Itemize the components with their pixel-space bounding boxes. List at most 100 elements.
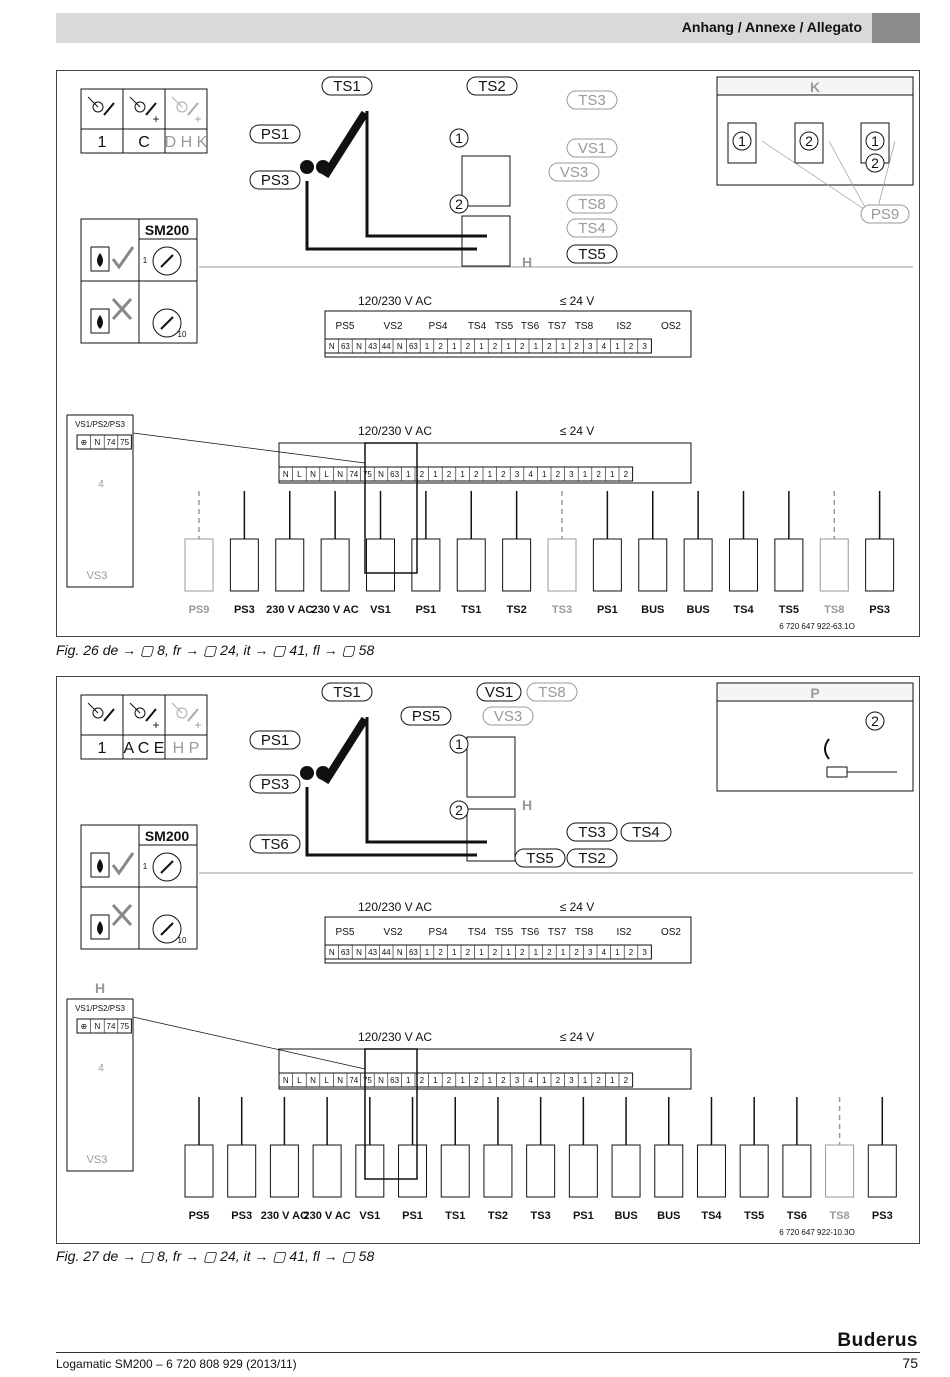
label-TS8-bubble <box>526 682 578 702</box>
collector-icon <box>187 102 199 116</box>
solar-collector <box>321 716 369 785</box>
label-TS2-bubble <box>466 76 518 96</box>
terminal-number: 2 <box>438 342 443 351</box>
terminal-number: 1 <box>406 470 411 479</box>
terminal-number: ⊕ <box>80 1022 87 1031</box>
cross-icon <box>111 297 133 321</box>
device-box <box>269 1144 299 1198</box>
label-TS1: TS1 <box>333 684 361 701</box>
terminal-number: 1 <box>534 342 539 351</box>
label-VS3: VS3 <box>494 708 522 725</box>
label-TS4: TS4 <box>578 220 606 237</box>
terminal-block-bottom <box>278 442 692 484</box>
side-box-number: 4 <box>98 1063 104 1074</box>
vs1-highlight-box <box>364 1048 418 1180</box>
terminal-number: 2 <box>624 470 629 479</box>
pipe <box>305 787 477 857</box>
label-PS5-bubble <box>400 706 452 726</box>
rotate-arrow-icon <box>824 738 830 760</box>
terminal-number: N <box>397 948 403 957</box>
label-PS3: PS3 <box>261 172 289 189</box>
terminal-number: 1 <box>506 948 511 957</box>
terminal-group-label: TS8 <box>575 927 594 938</box>
label-H: H <box>522 254 532 270</box>
terminal-number: 75 <box>120 1022 129 1031</box>
terminal-group-label: TS4 <box>468 927 487 938</box>
module-name: SM200 <box>145 828 190 844</box>
label-PS9: PS9 <box>871 206 899 223</box>
switch-position: 10 <box>178 936 187 945</box>
sun-icon <box>92 101 104 113</box>
storage-tank-1 <box>466 736 516 798</box>
side-box-number: 4 <box>98 479 104 490</box>
voltage-label: 120/230 V AC <box>358 294 432 308</box>
label-PS1: PS1 <box>261 126 289 143</box>
switch-pointer-icon <box>160 254 174 268</box>
device-box <box>398 1144 428 1198</box>
label-TS4-bubble <box>620 822 672 842</box>
terminal-group-label: OS2 <box>661 321 681 332</box>
terminal-number: 43 <box>368 342 377 351</box>
label-VS3-bubble <box>482 706 534 726</box>
voltage-label: ≤ 24 V <box>560 1030 595 1044</box>
terminal-number: N <box>95 1022 101 1031</box>
terminal-number: 1 <box>542 470 547 479</box>
device-box <box>865 538 895 592</box>
sun-ray-icon <box>171 702 183 714</box>
terminal-number: 1 <box>583 470 588 479</box>
terminal-number: 1 <box>561 948 566 957</box>
label-TS2: TS2 <box>478 78 506 95</box>
terminal-group-label: PS4 <box>429 927 448 938</box>
label-VS1-bubble <box>566 138 618 158</box>
terminal-number: 3 <box>642 342 647 351</box>
terminal-group-label: TS5 <box>495 321 514 332</box>
terminal-number: L <box>324 470 329 479</box>
terminal-number: 1 <box>610 1076 615 1085</box>
voltage-label: 120/230 V AC <box>358 424 432 438</box>
device-box <box>568 1144 598 1198</box>
device-label: TS1 <box>445 1210 465 1222</box>
terminal-number: L <box>297 1076 302 1085</box>
terminal-number: N <box>310 470 316 479</box>
label-TS5-bubble <box>566 244 618 264</box>
device-box <box>696 1144 726 1198</box>
tank-number: 2 <box>871 155 879 171</box>
side-box <box>66 414 134 588</box>
terminal-number: 1 <box>488 470 493 479</box>
terminal-number: 2 <box>493 342 498 351</box>
terminal-number: 2 <box>474 1076 479 1085</box>
switch-position: 1 <box>143 256 148 265</box>
label-VS3: VS3 <box>560 164 588 181</box>
terminal-number: N <box>337 1076 343 1085</box>
side-box <box>66 998 134 1172</box>
label-PS1: PS1 <box>261 732 289 749</box>
label-PS3-bubble <box>249 170 301 190</box>
label-PS3-bubble <box>249 774 301 794</box>
tank-number: 2 <box>805 133 813 149</box>
terminal-number: 63 <box>341 948 350 957</box>
number-1-circle <box>449 128 469 148</box>
device-label: PS3 <box>872 1210 893 1222</box>
boiler-icon <box>90 246 110 272</box>
terminal-number: 1 <box>425 948 430 957</box>
collector-icon <box>187 708 199 722</box>
pipe <box>365 717 487 844</box>
terminal-number: 1 <box>433 470 438 479</box>
number-2: 2 <box>455 802 463 818</box>
terminal-number: 1 <box>534 948 539 957</box>
device-label: VS1 <box>370 604 391 616</box>
label-TS2: TS2 <box>578 850 606 867</box>
label-PS1-bubble <box>249 730 301 750</box>
connector-line <box>761 140 868 212</box>
terminal-number: 2 <box>474 470 479 479</box>
tank-number-circle <box>865 131 885 151</box>
terminal-number: N <box>356 948 362 957</box>
sun-ray-icon <box>171 96 183 108</box>
switch-position: 1 <box>143 862 148 871</box>
flame-icon <box>97 859 103 873</box>
storage-tank-2 <box>461 215 511 267</box>
device-label: PS1 <box>573 1210 594 1222</box>
module-title-box <box>138 824 198 846</box>
